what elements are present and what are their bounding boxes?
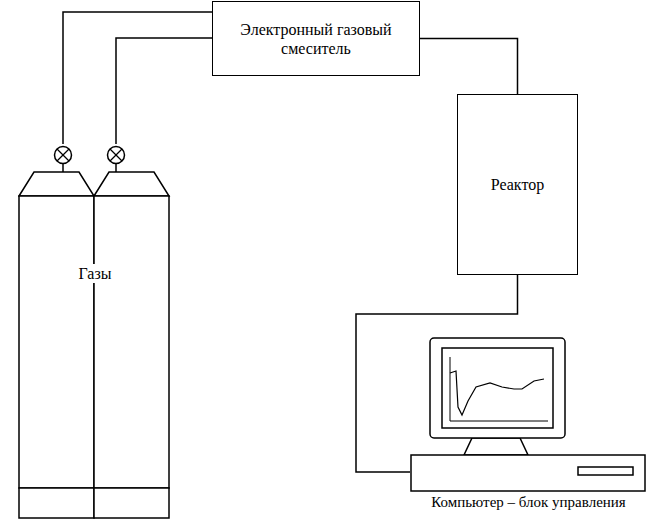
mixer-box: Электронный газовый смеситель <box>212 1 420 76</box>
gas-cylinders: Газы <box>18 144 172 519</box>
node-label: Электронный газовый смеситель <box>223 20 409 58</box>
pipe-line <box>420 39 518 95</box>
pipe-line <box>116 38 212 144</box>
node-label: Компьютер – блок управления <box>431 494 626 511</box>
pipe-line <box>63 12 212 144</box>
cylinder-drawing <box>18 144 172 519</box>
computer-unit: Компьютер – блок управления <box>410 335 647 493</box>
computer-drawing <box>410 335 647 493</box>
node-label: Газы <box>76 264 113 283</box>
reactor-box: Реактор <box>457 94 578 275</box>
node-label: Реактор <box>491 175 544 194</box>
